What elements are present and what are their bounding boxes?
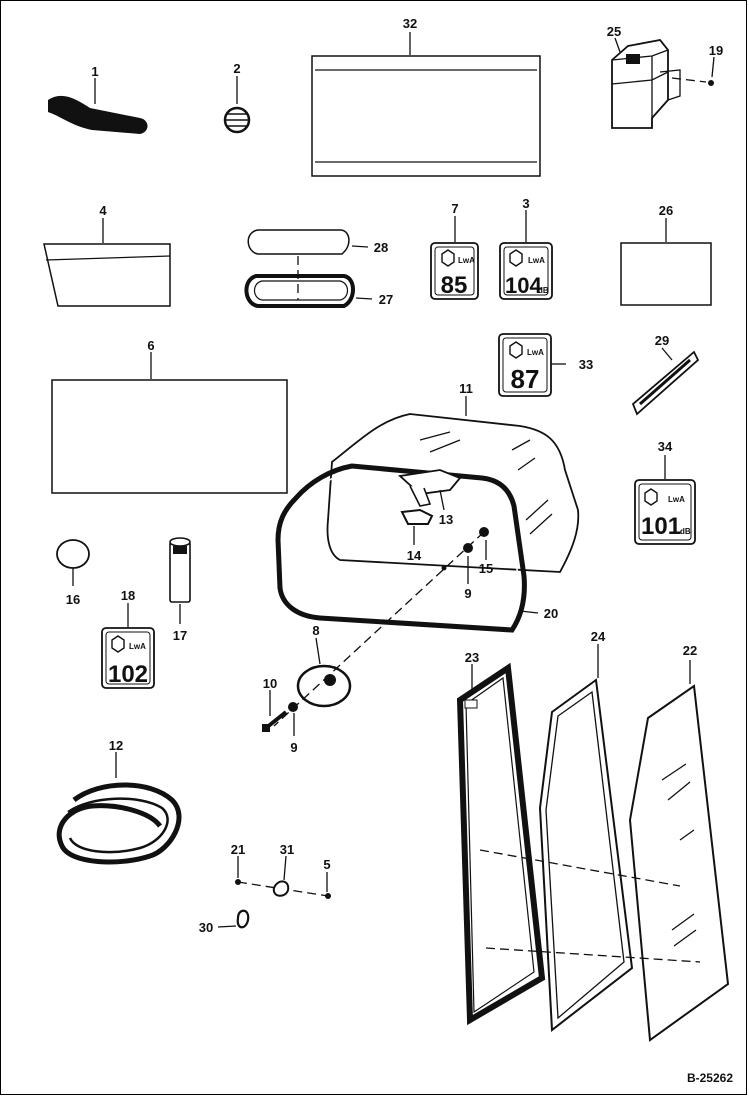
callout-29: 29 bbox=[655, 333, 669, 348]
part-23-door-seal bbox=[456, 662, 546, 1026]
callout-1: 1 bbox=[91, 64, 98, 79]
callout-21: 21 bbox=[231, 842, 245, 857]
callout-11: 11 bbox=[459, 381, 473, 396]
callout-7: 7 bbox=[451, 201, 458, 216]
callout-5: 5 bbox=[323, 857, 330, 872]
callout-34: 34 bbox=[658, 439, 673, 454]
decal-3-unit: dB bbox=[538, 286, 549, 295]
callout-19: 19 bbox=[709, 43, 723, 58]
part-30-clip bbox=[236, 909, 250, 929]
part-9-washer-upper bbox=[463, 543, 473, 553]
callout-10: 10 bbox=[263, 676, 277, 691]
decal-33-lwa: LwA bbox=[527, 348, 544, 357]
part-16-cap bbox=[56, 539, 90, 586]
decal-7-sound-level: LwA 85 bbox=[430, 216, 479, 300]
hexagon-icon bbox=[509, 249, 523, 267]
decal-7-lwa: LwA bbox=[458, 256, 475, 265]
callout-25: 25 bbox=[607, 24, 621, 39]
hardware-axis bbox=[273, 527, 489, 727]
decal-3-sound-level: LwA 104 dB bbox=[499, 210, 553, 300]
callout-20: 20 bbox=[544, 606, 558, 621]
decal-18-sound-level: LwA 102 bbox=[101, 603, 155, 689]
callout-33: 33 bbox=[579, 357, 593, 372]
callout-3: 3 bbox=[522, 196, 529, 211]
hexagon-icon bbox=[441, 249, 455, 267]
part-13-latch bbox=[397, 469, 462, 511]
part-31-grommet bbox=[272, 880, 290, 897]
part-25-reservoir bbox=[611, 37, 715, 129]
callouts: 1 2 3 4 5 6 7 8 9 9 10 11 12 13 14 15 16… bbox=[66, 16, 723, 935]
small-hardware-group bbox=[217, 855, 331, 929]
callout-9-upper: 9 bbox=[464, 586, 471, 601]
decal-18-value: 102 bbox=[108, 661, 148, 688]
callout-24: 24 bbox=[591, 629, 606, 644]
part-8-handle-ring bbox=[296, 637, 352, 708]
decal-34-lwa: LwA bbox=[668, 495, 685, 504]
part-21-screw bbox=[235, 879, 241, 885]
callout-6: 6 bbox=[147, 338, 154, 353]
decal-33-value: 87 bbox=[511, 364, 540, 394]
hexagon-icon bbox=[644, 488, 658, 506]
part-15-nut bbox=[479, 527, 489, 537]
part-4-decal bbox=[43, 218, 171, 307]
door-assembly-dashes bbox=[479, 849, 701, 963]
decal-3-lwa: LwA bbox=[528, 256, 545, 265]
callout-22: 22 bbox=[683, 643, 697, 658]
callout-14: 14 bbox=[407, 548, 422, 563]
decal-34-unit: dB bbox=[680, 527, 691, 536]
callout-2: 2 bbox=[233, 61, 240, 76]
part-20-window-seal bbox=[275, 463, 539, 633]
decal-33-sound-level: LwA 87 bbox=[498, 333, 566, 397]
decal-18-lwa: LwA bbox=[129, 642, 146, 651]
callout-26: 26 bbox=[659, 203, 673, 218]
callout-27: 27 bbox=[379, 292, 393, 307]
part-24-door-frame bbox=[538, 644, 634, 1032]
callout-23: 23 bbox=[465, 650, 479, 665]
part-10-bolt bbox=[262, 690, 288, 732]
decal-7-value: 85 bbox=[441, 272, 468, 299]
part-5-nut bbox=[325, 893, 331, 899]
callout-32: 32 bbox=[403, 16, 417, 31]
hexagon-icon bbox=[509, 341, 523, 359]
part-1-hose bbox=[48, 78, 148, 134]
part-29-strip bbox=[631, 347, 700, 416]
part-6-decal bbox=[51, 352, 288, 494]
callout-12: 12 bbox=[109, 738, 123, 753]
callout-17: 17 bbox=[173, 628, 187, 643]
callout-9-lower: 9 bbox=[290, 740, 297, 755]
callout-13: 13 bbox=[439, 512, 453, 527]
callout-8: 8 bbox=[312, 623, 319, 638]
part-2-clamp bbox=[223, 76, 251, 134]
part-27-seal bbox=[244, 256, 373, 308]
decal-34-sound-level: LwA 101 dB bbox=[634, 455, 696, 545]
callout-4: 4 bbox=[99, 203, 107, 218]
part-14-handle bbox=[400, 508, 434, 545]
part-17-tube bbox=[169, 537, 191, 624]
callout-16: 16 bbox=[66, 592, 80, 607]
callout-18: 18 bbox=[121, 588, 135, 603]
callout-31: 31 bbox=[280, 842, 294, 857]
part-28-seal bbox=[247, 229, 369, 255]
part-9-washer-lower bbox=[288, 702, 298, 736]
part-32-decal bbox=[311, 32, 541, 177]
part-26-decal bbox=[620, 218, 712, 306]
hexagon-icon bbox=[111, 635, 125, 653]
part-12-seal-coil bbox=[56, 752, 182, 865]
callout-15: 15 bbox=[479, 561, 493, 576]
decal-34-value: 101 bbox=[641, 513, 681, 540]
part-22-door-glass bbox=[628, 660, 730, 1042]
callout-28: 28 bbox=[374, 240, 388, 255]
callout-30: 30 bbox=[199, 920, 213, 935]
drawing-reference-number: B-25262 bbox=[687, 1071, 733, 1085]
decal-3-value: 104 bbox=[505, 273, 542, 298]
